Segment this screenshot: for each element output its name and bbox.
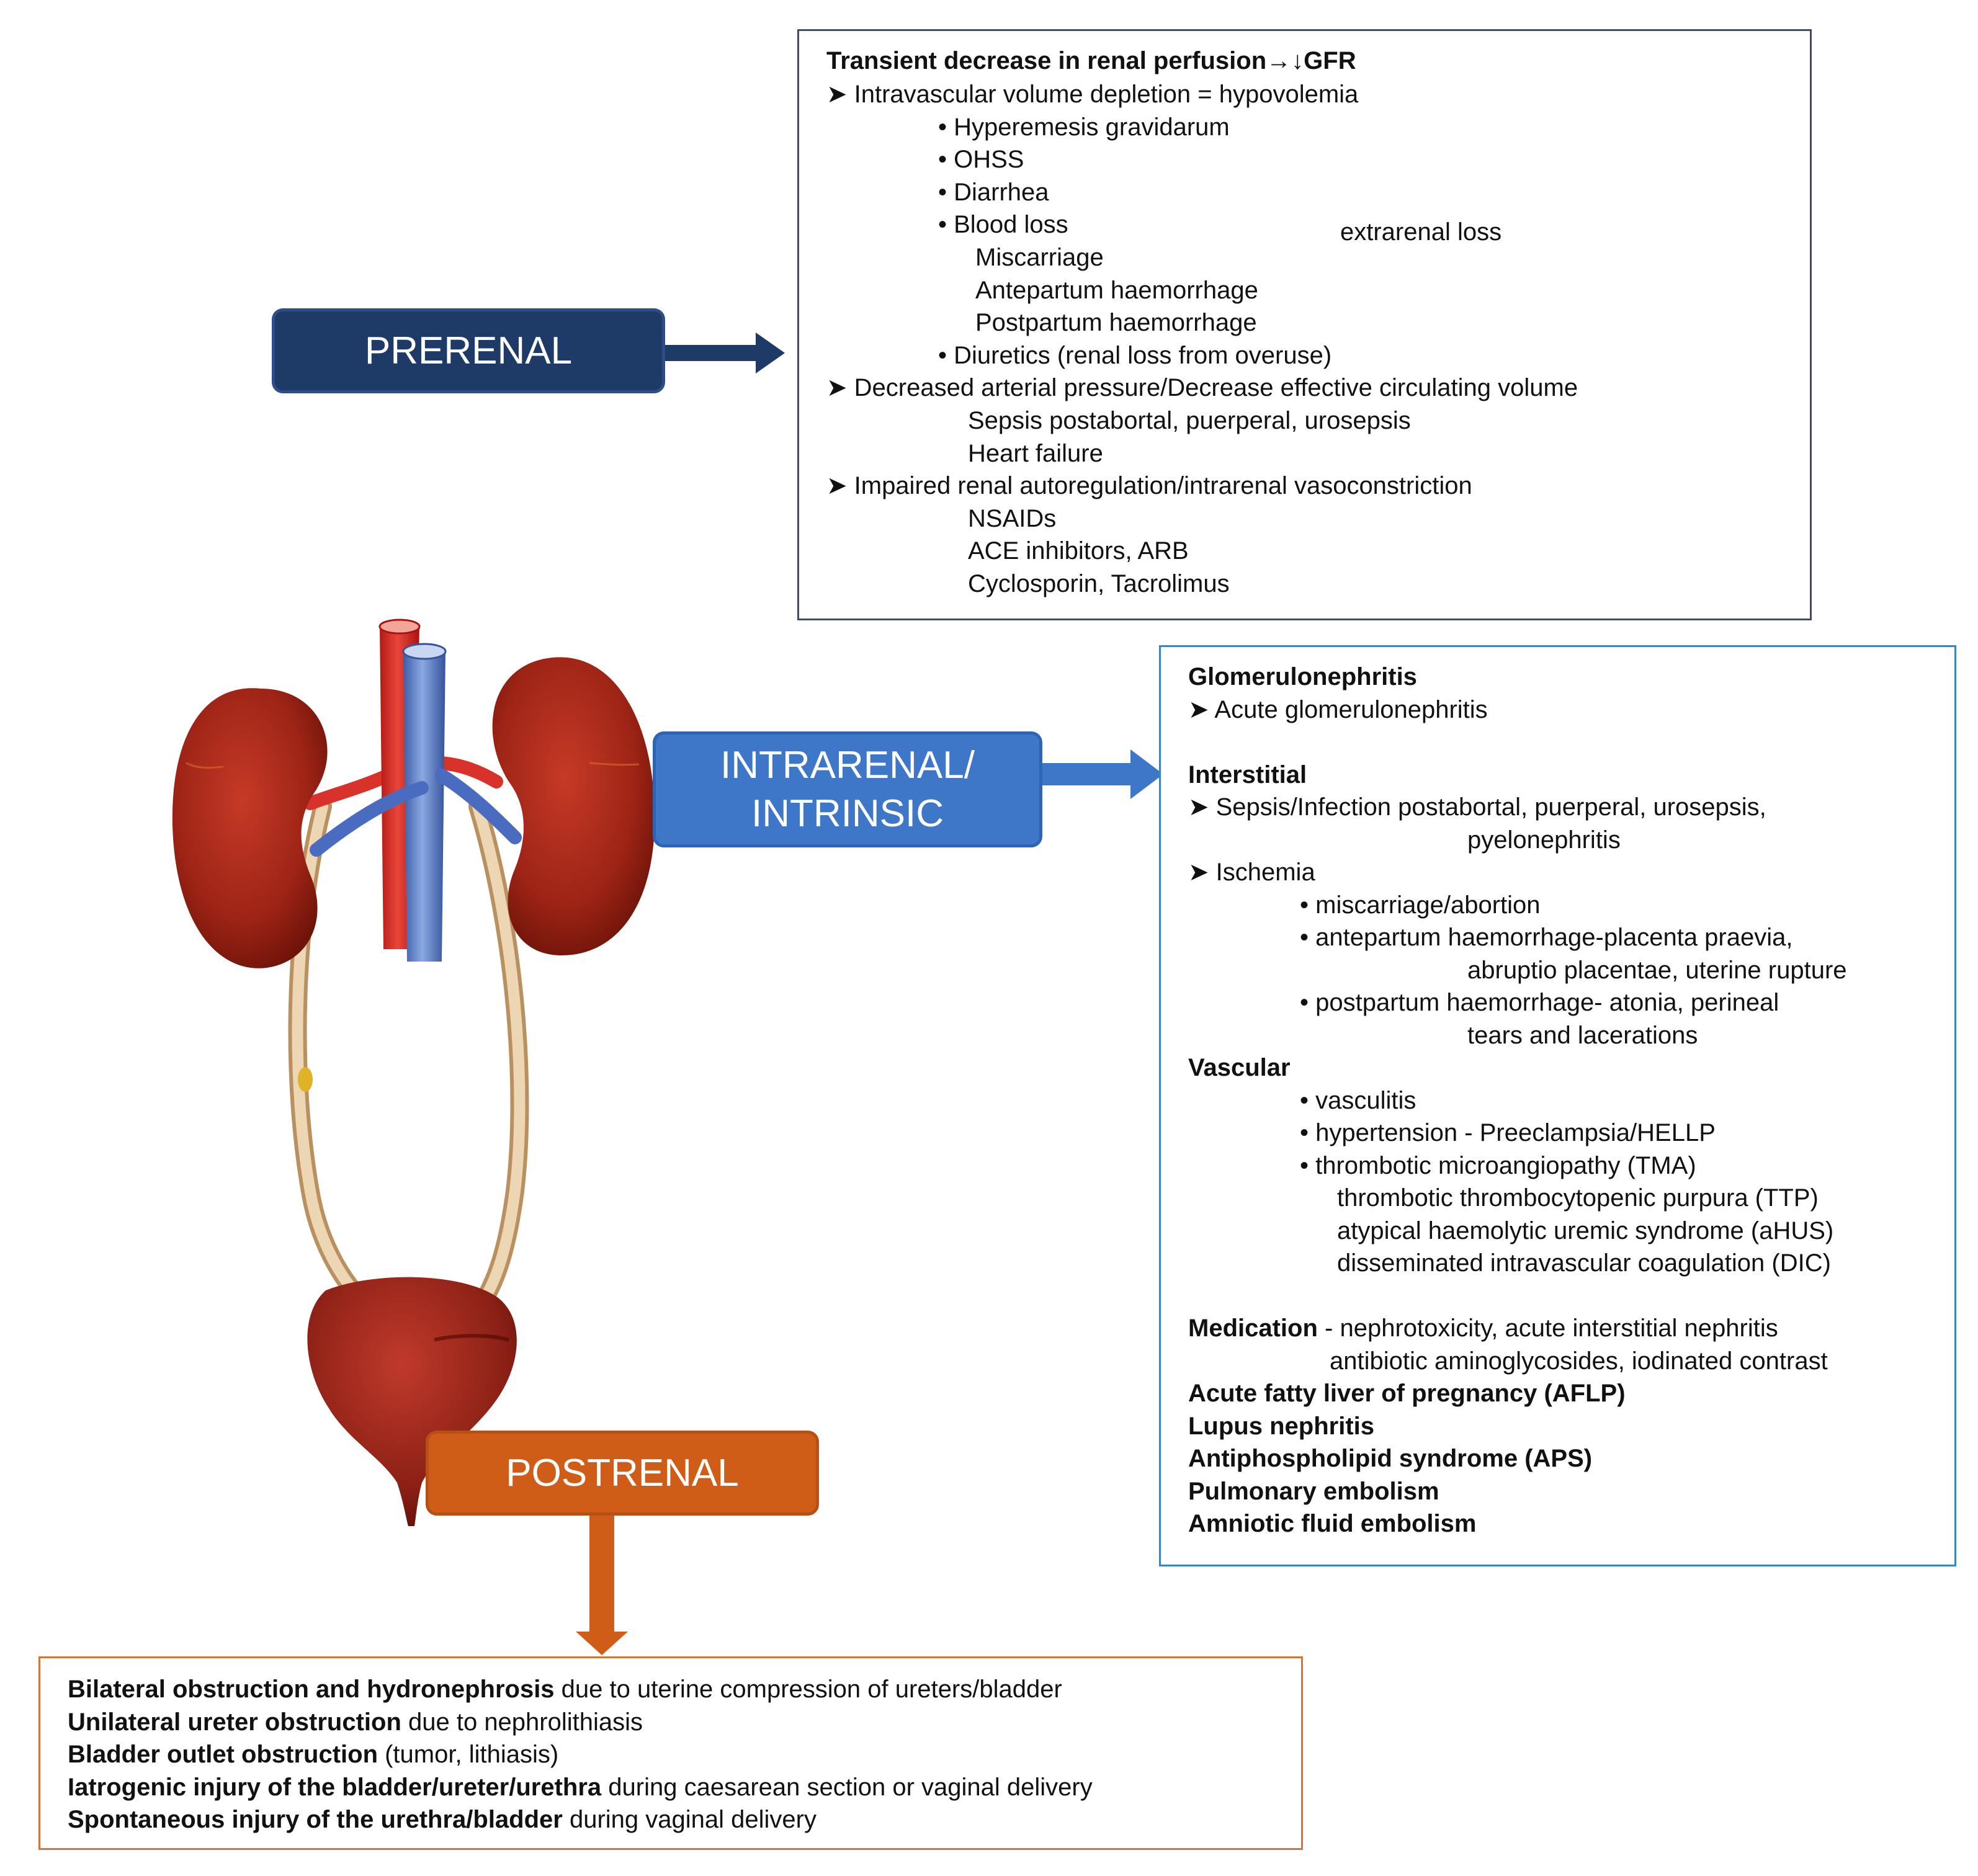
intrarenal-item-term: Medication	[1188, 1315, 1318, 1342]
right-kidney	[492, 657, 655, 955]
intrarenal-item-line: atypical haemolytic uremic syndrome (aHU…	[1337, 1217, 1834, 1244]
intrarenal-item-line: ➤ Acute glomerulonephritis	[1188, 695, 1488, 723]
intrarenal-item-line: Pulmonary embolism	[1188, 1477, 1439, 1505]
postrenal-item-detail: due to uterine compression of ureters/bl…	[554, 1676, 1062, 1703]
prerenal-item-line: Cyclosporin, Tacrolimus	[968, 570, 1230, 597]
prerenal-item-line: ➤ Impaired renal autoregulation/intraren…	[826, 472, 1472, 500]
prerenal-label-text: PRERENAL	[364, 329, 573, 372]
prerenal-item-line: Sepsis postabortal, puerperal, urosepsis	[968, 407, 1411, 434]
postrenal-item-term: Unilateral ureter obstruction	[68, 1708, 401, 1736]
intrarenal-arrow	[1042, 749, 1163, 799]
prerenal-item-line: Antepartum haemorrhage	[975, 276, 1258, 304]
left-renal-artery	[303, 769, 395, 810]
postrenal-item-line: Bilateral obstruction and hydronephrosis…	[68, 1673, 1062, 1705]
postrenal-item-line: Bladder outlet obstruction (tumor, lithi…	[68, 1738, 558, 1771]
prerenal-item-line: • Diuretics (renal loss from overuse)	[938, 341, 1332, 369]
prerenal-heading: Transient decrease in renal perfusion→↓G…	[826, 47, 1356, 74]
prerenal-item-line: Miscarriage	[975, 244, 1104, 271]
postrenal-item-term: Iatrogenic injury of the bladder/ureter/…	[68, 1773, 602, 1801]
intrarenal-item-line: abruptio placentae, uterine rupture	[1467, 956, 1847, 984]
prerenal-item-line: NSAIDs	[968, 504, 1057, 532]
postrenal-item-term: Spontaneous injury of the urethra/bladde…	[68, 1806, 563, 1833]
prerenal-item-line: • OHSS	[938, 146, 1024, 174]
intrarenal-item-line: Interstitial	[1188, 761, 1307, 788]
intrarenal-item-line: • vasculitis	[1300, 1086, 1416, 1114]
intrarenal-item-line: pyelonephritis	[1467, 826, 1621, 854]
intrarenal-item-line: Lupus nephritis	[1188, 1412, 1374, 1440]
postrenal-label-text: POSTRENAL	[506, 1451, 739, 1494]
intrarenal-item-line: Medication - nephrotoxicity, acute inter…	[1188, 1312, 1778, 1344]
right-ureter	[468, 797, 529, 1318]
postrenal-item-term: Bladder outlet obstruction	[68, 1741, 378, 1768]
prerenal-item-line: ACE inhibitors, ARB	[968, 537, 1189, 565]
postrenal-item-detail: due to nephrolithiasis	[401, 1708, 643, 1736]
intrarenal-item-line: Antiphospholipid syndrome (APS)	[1188, 1445, 1593, 1472]
intrarenal-item-line: Vascular	[1188, 1054, 1291, 1081]
postrenal-item-line: Unilateral ureter obstruction due to nep…	[68, 1706, 643, 1738]
extrarenal-loss-label: extrarenal loss	[1340, 218, 1502, 246]
prerenal-item-line: • Hyperemesis gravidarum	[938, 113, 1230, 141]
prerenal-causes-box: Transient decrease in renal perfusion→↓G…	[797, 29, 1812, 620]
intrarenal-item-line: Glomerulonephritis	[1188, 663, 1417, 690]
intrarenal-item-line: • miscarriage/abortion	[1300, 891, 1541, 919]
prerenal-arrow	[665, 333, 785, 373]
postrenal-arrow	[576, 1516, 628, 1655]
bladder	[307, 1277, 517, 1526]
intrarenal-label: INTRARENAL/ INTRINSIC	[653, 731, 1042, 847]
prerenal-item-line: ➤ Intravascular volume depletion = hypov…	[826, 81, 1359, 108]
intrarenal-label-line1: INTRARENAL/	[720, 743, 975, 787]
prerenal-item-line: • Blood loss	[938, 211, 1068, 239]
postrenal-label: POSTRENAL	[426, 1431, 819, 1516]
intrarenal-item-line: disseminated intravascular coagulation (…	[1337, 1249, 1831, 1277]
postrenal-item-detail: during vaginal delivery	[562, 1806, 817, 1833]
intrarenal-item-line: thrombotic thrombocytopenic purpura (TTP…	[1337, 1184, 1819, 1212]
postrenal-item-detail: during caesarean section or vaginal deli…	[601, 1773, 1093, 1801]
intrarenal-causes-box: Glomerulonephritis ➤ Acute glomerulonephr…	[1159, 645, 1956, 1566]
intrarenal-item-detail: - nephrotoxicity, acute interstitial nep…	[1317, 1315, 1778, 1342]
intrarenal-item-line: Acute fatty liver of pregnancy (AFLP)	[1188, 1380, 1626, 1407]
intrarenal-item-line: ➤ Ischemia	[1188, 859, 1315, 886]
right-renal-vein	[435, 769, 522, 844]
intrarenal-item-line: antibiotic aminoglycosides, iodinated co…	[1330, 1347, 1828, 1375]
intrarenal-item-line: Amniotic fluid embolism	[1188, 1510, 1477, 1537]
intrarenal-item-line: • postpartum haemorrhage- atonia, perine…	[1300, 989, 1779, 1016]
intrarenal-item-line: ➤ Sepsis/Infection postabortal, puerpera…	[1188, 793, 1766, 821]
intrarenal-item-line: • thrombotic microangiopathy (TMA)	[1300, 1151, 1696, 1179]
intrarenal-label-line2: INTRINSIC	[751, 792, 944, 835]
prerenal-item-line: Postpartum haemorrhage	[975, 309, 1257, 337]
prerenal-item-line: Heart failure	[968, 439, 1103, 467]
intrarenal-item-line: • antepartum haemorrhage-placenta praevi…	[1300, 924, 1793, 951]
prerenal-item-line: • Diarrhea	[938, 178, 1049, 206]
prerenal-item-line: ➤ Decreased arterial pressure/Decrease e…	[826, 374, 1578, 402]
left-renal-vein	[310, 781, 429, 857]
intrarenal-label-text: INTRARENAL/ INTRINSIC	[720, 741, 975, 838]
intrarenal-item-line: • hypertension - Preeclampsia/HELLP	[1300, 1119, 1716, 1146]
postrenal-item-term: Bilateral obstruction and hydronephrosis	[68, 1676, 555, 1703]
postrenal-item-detail: (tumor, lithiasis)	[378, 1741, 559, 1768]
postrenal-causes-box: Bilateral obstruction and hydronephrosis…	[38, 1656, 1303, 1850]
postrenal-item-line: Iatrogenic injury of the bladder/ureter/…	[68, 1771, 1093, 1803]
postrenal-item-line: Spontaneous injury of the urethra/bladde…	[68, 1803, 817, 1836]
intrarenal-item-line: tears and lacerations	[1467, 1021, 1698, 1049]
prerenal-label: PRERENAL	[272, 308, 665, 393]
left-kidney	[172, 688, 328, 968]
vena-cava	[402, 643, 447, 962]
